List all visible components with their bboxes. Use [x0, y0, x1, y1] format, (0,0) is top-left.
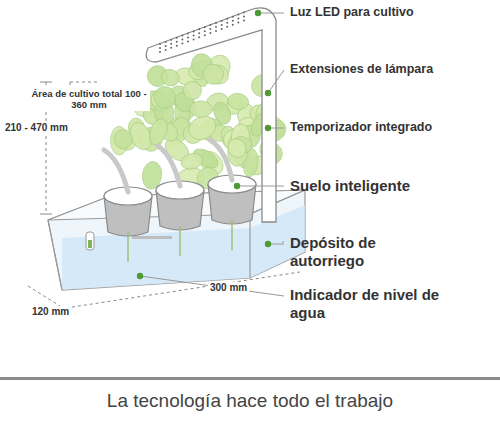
lamp-hole: [181, 35, 183, 37]
lamp-hole: [181, 39, 183, 41]
lamp-hole: [198, 36, 200, 38]
divider-bar: [0, 377, 500, 380]
dimension-label: 300 mm: [208, 282, 249, 294]
dimension-lines: [28, 82, 300, 308]
lamp-hole: [193, 38, 195, 40]
lamp-hole: [243, 12, 245, 14]
part-label: Temporizador integrado: [290, 120, 432, 135]
lamp-hole: [226, 26, 228, 28]
lamp-hole: [187, 41, 189, 43]
lamp-hole: [237, 14, 239, 16]
dimension-label: 210 - 470 mm: [3, 122, 70, 134]
lamp-hole: [243, 16, 245, 18]
lamp-hole: [165, 45, 167, 47]
lamp-hole: [204, 34, 206, 36]
lamp-hole: [226, 18, 228, 20]
lamp-hole: [221, 20, 223, 22]
lamp-hole: [165, 41, 167, 43]
lamp-hole: [209, 24, 211, 26]
lamp-hole: [221, 24, 223, 26]
leaf: [182, 80, 203, 101]
lamp-hole: [170, 39, 172, 41]
lamp-hole: [187, 33, 189, 35]
part-label: Extensiones de lámpara: [290, 62, 433, 77]
lamp-hole: [198, 28, 200, 30]
lamp-hole: [165, 49, 167, 51]
callout-dots: [137, 10, 271, 279]
lamp-hole: [232, 24, 234, 26]
lamp-hole: [204, 26, 206, 28]
dimension-label: 120 mm: [30, 306, 71, 318]
leaf: [226, 92, 249, 111]
lamp-hole: [193, 34, 195, 36]
lamp-hole: [170, 47, 172, 49]
leaf: [151, 84, 178, 111]
lamp-hole: [176, 37, 178, 39]
part-label: Luz LED para cultivo: [290, 5, 414, 20]
leaf: [112, 128, 134, 151]
lamp-hole: [176, 45, 178, 47]
lamp-hole: [232, 20, 234, 22]
lamp-hole: [221, 28, 223, 30]
lamp-hole: [215, 26, 217, 28]
part-label: Suelo inteligente: [290, 177, 410, 195]
leaf: [159, 67, 182, 89]
leaf: [224, 135, 249, 161]
leaf: [146, 116, 171, 147]
lamp-hole: [226, 22, 228, 24]
lamp-hole: [193, 30, 195, 32]
lamp-hole: [237, 22, 239, 24]
lamp-hole: [204, 30, 206, 32]
leaf: [200, 62, 226, 87]
lamp-hole: [215, 30, 217, 32]
lamp-hole: [159, 43, 161, 45]
lamp-hole: [187, 37, 189, 39]
lamp-hole: [176, 41, 178, 43]
leader-lines: [140, 13, 284, 296]
lamp-hole: [209, 32, 211, 34]
water-level-indicator: [86, 232, 94, 250]
lamp-hole: [232, 16, 234, 18]
lamp-hole: [209, 28, 211, 30]
lamp-hole: [198, 32, 200, 34]
part-label: Indicador de nivel de agua: [290, 286, 460, 322]
lamp-hole: [170, 43, 172, 45]
caption: La tecnología hace todo el trabajo: [0, 390, 500, 413]
leaf: [190, 101, 213, 117]
led-lamp: [146, 8, 276, 222]
lamp-hole: [215, 22, 217, 24]
lamp-hole: [243, 20, 245, 22]
dimension-label: Área de cultivo total 100 - 360 mm: [28, 88, 150, 111]
lamp-hole: [159, 51, 161, 53]
leaf: [179, 151, 204, 171]
lamp-hole: [181, 43, 183, 45]
lamp-hole: [159, 47, 161, 49]
lamp-hole: [237, 18, 239, 20]
part-label: Depósito de autorriego: [290, 234, 420, 270]
plant-pods: [104, 140, 256, 262]
